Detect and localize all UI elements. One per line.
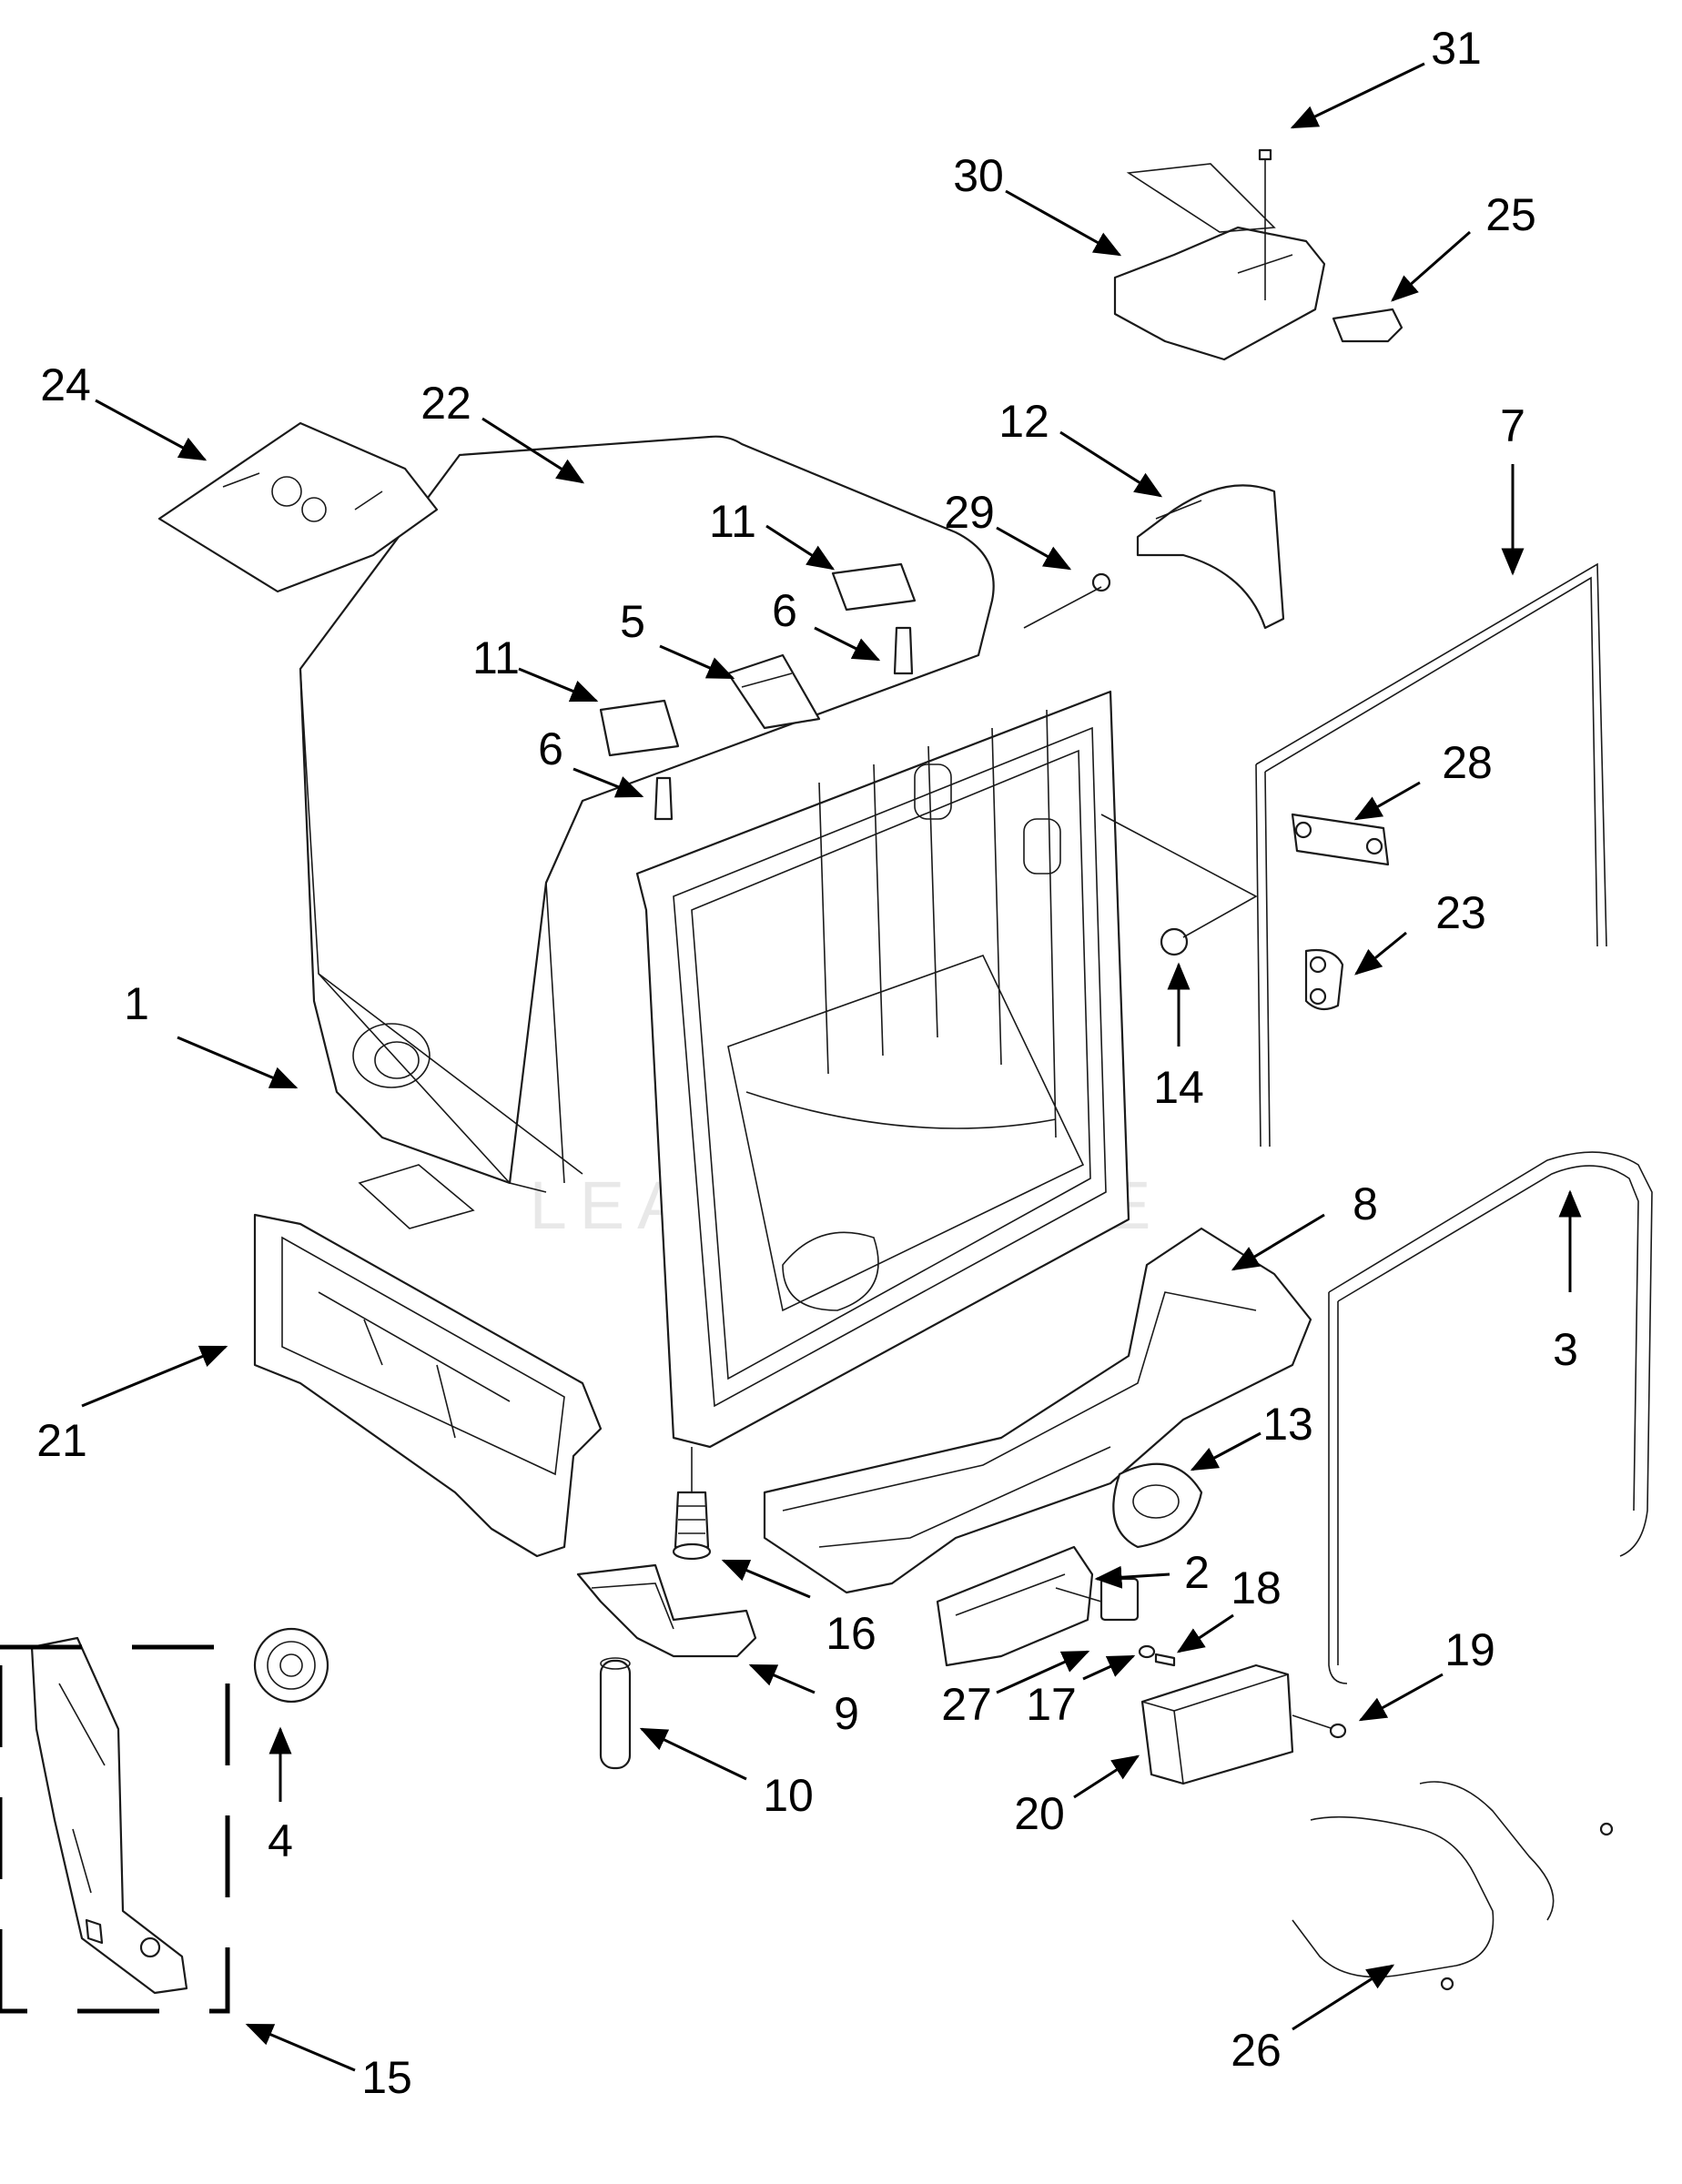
leader-31 xyxy=(1290,62,1425,129)
leader-28 xyxy=(1353,781,1421,821)
callout-23: 23 xyxy=(1435,887,1486,938)
leader-2 xyxy=(1094,1565,1170,1589)
bracket-part xyxy=(936,1545,1094,1667)
bracket-part-25 xyxy=(1332,308,1403,343)
door-gasket-part xyxy=(1328,1151,1653,1684)
callout-11b: 11 xyxy=(472,632,520,683)
leader-8 xyxy=(1231,1213,1325,1271)
callout-19: 19 xyxy=(1444,1624,1495,1675)
dashed-box xyxy=(0,1644,230,2014)
side-seal-part xyxy=(1255,562,1607,1148)
base-pan-part xyxy=(763,1227,1312,1594)
leader-10 xyxy=(639,1727,747,1781)
callout-15: 15 xyxy=(361,2052,412,2103)
plug-part xyxy=(1100,814,1258,956)
wire-harness-part xyxy=(1292,1781,1614,1991)
roller-part-28 xyxy=(1291,813,1390,866)
callout-7: 7 xyxy=(1500,400,1525,451)
callout-26: 26 xyxy=(1231,2025,1282,2076)
callout-1: 1 xyxy=(124,978,149,1029)
side-assembly-part xyxy=(30,1636,188,1995)
callout-20: 20 xyxy=(1014,1788,1065,1839)
wheel-part xyxy=(253,1627,329,1704)
callout-17: 17 xyxy=(1026,1679,1077,1730)
leg-tube-part xyxy=(599,1657,632,1770)
leader-6a xyxy=(814,626,881,662)
leader-22 xyxy=(481,417,585,484)
hardware-kit-part xyxy=(157,421,439,593)
callout-21: 21 xyxy=(36,1415,87,1466)
callout-4: 4 xyxy=(268,1815,293,1866)
float-shield-part xyxy=(576,1563,757,1658)
callout-12: 12 xyxy=(998,396,1049,447)
screw-part-6a xyxy=(893,626,914,675)
callout-5: 5 xyxy=(620,596,645,647)
callout-10: 10 xyxy=(763,1770,814,1821)
leader-11a xyxy=(765,524,836,571)
leader-lines xyxy=(81,62,1582,2072)
leader-24 xyxy=(95,399,208,461)
callout-6b: 6 xyxy=(538,723,563,774)
bracket-part-11b xyxy=(599,699,680,757)
switch-part xyxy=(1055,1577,1176,1667)
screw-part-19 xyxy=(1292,1714,1347,1739)
leader-15 xyxy=(245,2023,356,2072)
leader-12 xyxy=(1059,430,1163,498)
leader-29 xyxy=(996,526,1072,571)
clip-part-29 xyxy=(1023,572,1111,629)
callout-24: 24 xyxy=(40,359,91,410)
callout-14: 14 xyxy=(1153,1062,1204,1113)
leader-9 xyxy=(748,1663,816,1694)
callout-16: 16 xyxy=(826,1608,876,1659)
tub-part xyxy=(635,690,1130,1449)
bracket-part-5 xyxy=(726,653,821,730)
callout-18: 18 xyxy=(1231,1562,1282,1613)
callout-30: 30 xyxy=(953,150,1004,201)
control-housing-part xyxy=(1140,1663,1294,1785)
callout-9: 9 xyxy=(834,1688,859,1739)
leader-13 xyxy=(1190,1431,1262,1471)
leader-23 xyxy=(1354,931,1407,976)
callout-labels: 1 2 3 4 5 6 6 7 8 9 10 11 11 12 13 14 15… xyxy=(36,23,1578,2103)
callout-6a: 6 xyxy=(772,585,797,636)
leader-1 xyxy=(177,1036,299,1089)
callout-25: 25 xyxy=(1485,189,1536,240)
bracket-part-12 xyxy=(1136,484,1285,630)
leader-18 xyxy=(1176,1613,1234,1653)
leader-16 xyxy=(721,1559,811,1599)
leader-21 xyxy=(81,1345,228,1408)
leader-26 xyxy=(1292,1964,1395,2031)
leader-30 xyxy=(1005,189,1122,257)
callout-11a: 11 xyxy=(709,496,756,547)
pump-mount-part xyxy=(1112,1462,1203,1549)
callout-8: 8 xyxy=(1353,1178,1378,1229)
leader-25 xyxy=(1391,230,1471,302)
callout-13: 13 xyxy=(1262,1399,1313,1450)
screw-part-6b xyxy=(654,776,674,821)
callout-29: 29 xyxy=(944,487,995,538)
leader-5 xyxy=(659,644,735,680)
leader-20 xyxy=(1073,1754,1140,1799)
front-base-part xyxy=(253,1213,603,1558)
leader-11b xyxy=(518,667,599,703)
roller-part-23 xyxy=(1304,948,1344,1011)
callout-27: 27 xyxy=(941,1679,992,1730)
bracket-part-11a xyxy=(831,562,917,612)
callout-2: 2 xyxy=(1184,1547,1210,1598)
callout-22: 22 xyxy=(420,378,471,429)
leveling-leg-part xyxy=(672,1447,712,1561)
insulation-blanket-part xyxy=(299,435,995,1229)
callout-28: 28 xyxy=(1442,737,1493,788)
leader-27 xyxy=(996,1650,1090,1694)
callout-3: 3 xyxy=(1553,1324,1578,1375)
vent-assembly-part xyxy=(1113,148,1326,361)
leader-19 xyxy=(1358,1673,1444,1722)
leader-17 xyxy=(1082,1654,1136,1681)
callout-31: 31 xyxy=(1431,23,1482,74)
leader-6b xyxy=(572,767,644,798)
